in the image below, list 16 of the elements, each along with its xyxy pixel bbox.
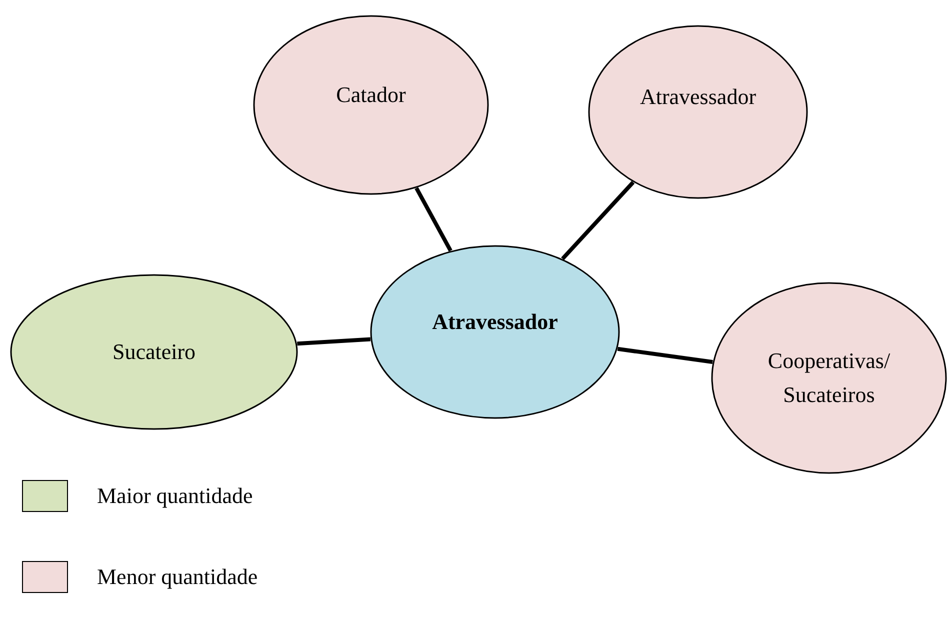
ellipse-node [10,274,298,430]
ellipse-node [711,282,947,474]
node-label: Sucateiro [112,338,196,366]
connector-line [297,337,371,346]
node-label: Atravessador [432,308,558,336]
ellipse-node [588,25,808,199]
connector-line [617,346,713,364]
connector-line [561,180,635,260]
node-label: Catador [336,81,406,109]
ellipse-node [253,15,489,195]
legend-label: Maior quantidade [97,482,253,510]
node-label: Atravessador [640,83,756,111]
ellipse-node [370,245,620,419]
node-label: Cooperativas/ Sucateiros [766,347,892,409]
legend-label: Menor quantidade [97,563,258,591]
connector-line [414,187,452,252]
